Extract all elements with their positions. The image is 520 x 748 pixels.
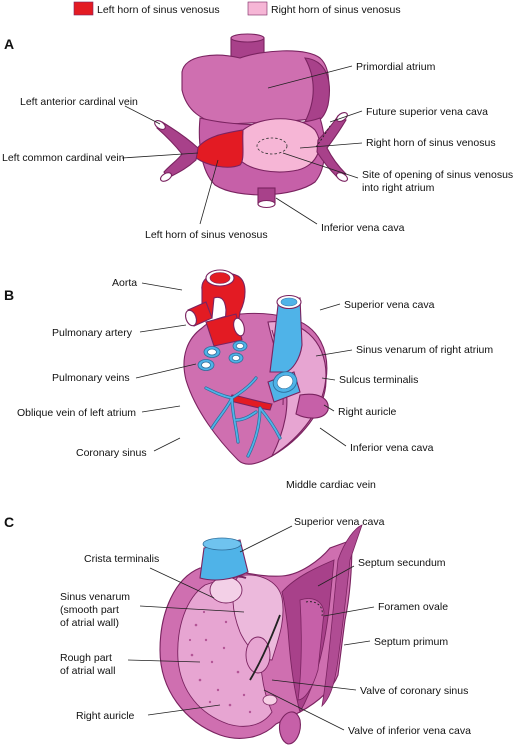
label-site-of-opening-line1: Site of opening of sinus venosus: [362, 169, 513, 181]
label-superior-vena-cava-c: Superior vena cava: [294, 516, 385, 528]
label-sulcus-terminalis: Sulcus terminalis: [339, 374, 418, 386]
inferior-vena-cava-b: [267, 371, 301, 403]
label-aorta: Aorta: [112, 277, 137, 289]
panel-b: B: [4, 269, 493, 491]
label-septum-secundum: Septum secundum: [358, 557, 446, 569]
label-right-auricle-c: Right auricle: [76, 710, 135, 722]
label-sinus-venarum-line2: (smooth part: [60, 604, 119, 616]
label-left-common-cardinal-vein: Left common cardinal vein: [2, 152, 125, 164]
panel-a-top-vessel: [230, 33, 265, 61]
label-pulmonary-veins: Pulmonary veins: [52, 372, 130, 384]
label-inferior-vena-cava-a: Inferior vena cava: [321, 222, 405, 234]
label-inferior-vena-cava-b: Inferior vena cava: [350, 442, 434, 454]
label-oblique-vein-left-atrium: Oblique vein of left atrium: [17, 407, 136, 419]
panel-a-letter: A: [4, 36, 14, 52]
pulmonary-artery-b: [205, 313, 245, 347]
legend-swatch-left-horn: [73, 1, 94, 16]
label-sinus-venarum-line1: Sinus venarum: [60, 591, 130, 603]
label-right-horn-sinus-venosus: Right horn of sinus venosus: [366, 137, 496, 149]
label-coronary-sinus: Coronary sinus: [76, 447, 147, 459]
label-septum-primum: Septum primum: [374, 636, 448, 648]
valve-of-ivc-c: [249, 614, 281, 681]
panel-c: C: [4, 514, 471, 745]
label-primordial-atrium: Primordial atrium: [356, 61, 436, 73]
label-sinus-venarum-line3: of atrial wall): [60, 617, 119, 629]
panel-a-ivc: [257, 187, 276, 209]
label-right-auricle-b: Right auricle: [338, 406, 397, 418]
panel-a-right-veins: [315, 111, 349, 182]
pulmonary-veins-b: [197, 340, 248, 371]
label-pulmonary-artery: Pulmonary artery: [52, 327, 133, 339]
foramen-ovale-c: [305, 601, 323, 617]
panel-c-letter: C: [4, 514, 14, 530]
right-auricle-b: [295, 393, 329, 419]
septum-primum-c: [321, 524, 363, 708]
superior-vena-cava-b: [269, 294, 303, 373]
label-foramen-ovale: Foramen ovale: [378, 601, 448, 613]
label-valve-of-coronary-sinus: Valve of coronary sinus: [360, 685, 468, 697]
label-rough-part-line1: Rough part: [60, 652, 112, 664]
label-crista-terminalis: Crista terminalis: [84, 553, 159, 565]
panel-b-letter: B: [4, 287, 14, 303]
label-site-of-opening-line2: into right atrium: [362, 182, 435, 194]
label-superior-vena-cava-b: Superior vena cava: [344, 299, 435, 311]
crista-opening: [209, 576, 243, 604]
coronary-sinus-b: [229, 394, 273, 411]
label-left-anterior-cardinal-vein: Left anterior cardinal vein: [20, 96, 138, 108]
label-rough-part-line2: of atrial wall: [60, 665, 115, 677]
label-valve-of-inferior-vena-cava: Valve of inferior vena cava: [348, 725, 471, 737]
legend-left-horn-label: Left horn of sinus venosus: [97, 4, 220, 16]
label-middle-cardiac-vein: Middle cardiac vein: [286, 479, 376, 491]
superior-vena-cava-c: [199, 537, 249, 581]
valve-of-coronary-sinus-c: [262, 694, 278, 706]
label-left-horn-sinus-venosus: Left horn of sinus venosus: [145, 229, 268, 241]
right-auricle-c: [278, 711, 301, 745]
label-future-superior-vena-cava: Future superior vena cava: [366, 106, 488, 118]
legend: Left horn of sinus venosus Right horn of…: [73, 1, 401, 16]
right-horn-shape: [239, 118, 320, 173]
legend-swatch-right-horn: [247, 1, 268, 16]
panel-a-left-veins: [154, 119, 199, 182]
site-of-opening-outline: [256, 137, 288, 155]
left-horn-shape: [195, 129, 244, 168]
coronary-sinus-opening-c: [245, 636, 271, 674]
legend-right-horn-label: Right horn of sinus venosus: [271, 4, 401, 16]
panel-a: A: [2, 33, 513, 241]
label-sinus-venarum-right-atrium: Sinus venarum of right atrium: [356, 344, 493, 356]
